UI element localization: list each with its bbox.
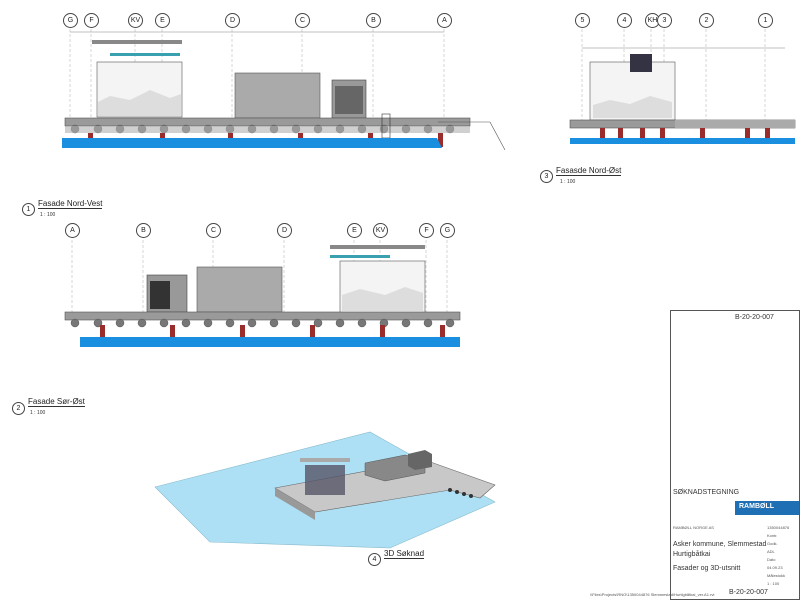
grid-bubble-5: 5 [575,13,590,28]
grid-bubble-b: B [366,13,381,28]
drawing-number-bottom: B-20-20-007 [729,589,768,596]
project-line-2: Hurtigbåtkai [673,551,711,558]
grid-bubble-kv-se: KV [373,223,388,238]
drawing-number-top: B-20-20-007 [735,314,774,321]
grid-bubble-1: 1 [758,13,773,28]
elevation-sor-ost [64,235,461,347]
view-3d [154,431,496,549]
company-name: RAMBØLL NORGE AS [673,525,714,530]
field-7: Målestokk [767,573,786,578]
view-scale-1: 1 : 100 [40,212,56,218]
view-scale-2: 1 : 100 [30,410,46,416]
view-number-4: 4 [368,553,381,566]
view-scale-3: 1 : 100 [560,179,576,185]
grid-bubble-kh: KH [645,13,660,28]
grid-bubble-b-se: B [136,223,151,238]
field-8: 1 : 100 [767,581,780,586]
company-logo: RAMBØLL [739,503,774,510]
field-6: 04.09.23 [767,565,783,570]
grid-bubble-a-se: A [65,223,80,238]
view-number-2: 2 [12,402,25,415]
grid-bubble-d: D [225,13,240,28]
grid-bubble-4: 4 [617,13,632,28]
grid-bubble-g: G [63,13,78,28]
view-title-1: Fasade Nord-Vest [38,199,103,209]
field-3: Godk. [767,541,778,546]
status-label: SØKNADSTEGNING [673,489,740,496]
view-number-3: 3 [540,170,553,183]
grid-bubble-2: 2 [699,13,714,28]
field-1: 1350044876 [767,525,790,530]
view-number-1: 1 [22,203,35,216]
grid-bubble-a: A [437,13,452,28]
grid-bubble-e: E [155,13,170,28]
grid-bubble-d-se: D [277,223,292,238]
view-title-4: 3D Søknad [384,549,425,559]
logo-bar: RAMBØLL [735,501,799,515]
project-line-1: Asker kommune, Slemmestad [673,541,767,548]
field-4: ADL [767,549,775,554]
file-path: \\Files\Projects\RNO\1350044876 Slemmest… [590,592,715,597]
field-2: Kontr. [767,533,778,538]
grid-bubble-e-se: E [347,223,362,238]
grid-bubble-c: C [295,13,310,28]
grid-bubble-g-se: G [440,223,455,238]
title-block: B-20-20-007 SØKNADSTEGNING RAMBØLL RAMBØ… [670,310,800,600]
drawing-title: Fasader og 3D-utsnitt [673,565,741,572]
grid-bubble-f-se: F [419,223,434,238]
view-title-2: Fasade Sør-Øst [28,397,85,407]
field-5: Dato [767,557,776,562]
grid-bubble-kv: KV [128,13,143,28]
grid-bubble-3: 3 [657,13,672,28]
view-title-3: Fasasde Nord-Øst [556,166,622,176]
elevation-nord-vest [62,24,506,151]
grid-bubble-f: F [84,13,99,28]
elevation-nord-ost [569,24,796,144]
grid-bubble-c-se: C [206,223,221,238]
